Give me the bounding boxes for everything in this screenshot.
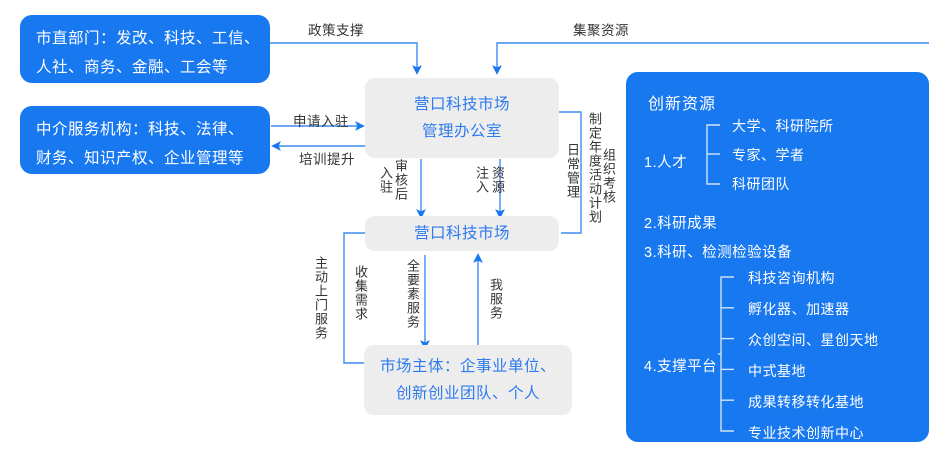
market-subjects-line-2: 创新创业团队、个人 xyxy=(395,385,540,402)
intermediary-agencies-box[interactable]: 中介服务机构：科技、法律、 财务、知识产权、企业管理等 xyxy=(20,106,270,174)
label-apply-entry: 申请入驻 xyxy=(293,114,349,129)
label-entry: 入驻 xyxy=(377,166,393,194)
tech-market-box[interactable]: 营口科技市场 xyxy=(365,216,559,251)
label-after-review: 审核后 xyxy=(392,159,408,201)
support-child-4: 成果转移转化基地 xyxy=(748,394,864,410)
label-gather-resources: 集聚资源 xyxy=(573,23,629,38)
management-office-box[interactable]: 营口科技市场 管理办公室 xyxy=(365,78,559,158)
city-departments-box[interactable]: 市直部门：发改、科技、工信、 人社、商务、金融、工会等 xyxy=(20,15,270,83)
label-proactive-service: 主动上门服务 xyxy=(312,256,328,340)
talent-child-1: 专家、学者 xyxy=(732,147,805,163)
management-office-line-1: 营口科技市场 xyxy=(413,95,510,113)
label-training-upgrade: 培训提升 xyxy=(299,152,355,167)
support-child-5: 专业技术创新中心 xyxy=(748,425,864,441)
talent-bracket xyxy=(706,124,720,185)
management-office-line-2: 管理办公室 xyxy=(421,123,502,140)
talent-child-2: 科研团队 xyxy=(732,176,790,192)
support-child-2: 众创空间、星创天地 xyxy=(748,332,879,348)
intermediary-line-1: 中介服务机构：科技、法律、 xyxy=(36,121,245,138)
group-research-equipment-label: 3.科研、检测检验设备 xyxy=(644,245,793,261)
market-subjects-line-1: 市场主体：企事业单位、 xyxy=(379,357,556,375)
group-research-results-label: 2.科研成果 xyxy=(644,216,718,232)
label-resources: 资源 xyxy=(489,166,505,194)
support-child-3: 中式基地 xyxy=(748,363,806,379)
support-platform-bracket xyxy=(718,276,734,432)
label-inject: 注入 xyxy=(473,166,489,194)
wire-gather-resources xyxy=(492,42,929,75)
innovation-resources-title: 创新资源 xyxy=(648,96,717,113)
label-policy-support: 政策支撑 xyxy=(308,23,364,38)
label-i-serve: 我服务 xyxy=(487,278,503,320)
tech-market-line-1: 营口科技市场 xyxy=(413,224,510,242)
city-departments-line-2: 人社、商务、金融、工会等 xyxy=(36,59,229,77)
group-support-platform-label: 4.支撑平台 xyxy=(644,359,718,375)
label-full-element-service: 全要素服务 xyxy=(404,259,420,329)
support-child-1: 孵化器、加速器 xyxy=(748,301,850,317)
label-organize-assessment: 组织考核 xyxy=(600,148,616,204)
support-child-0: 科技咨询机构 xyxy=(748,270,835,286)
group-talent-label: 1.人才 xyxy=(644,155,688,171)
talent-child-0: 大学、科研院所 xyxy=(732,118,834,134)
intermediary-line-2: 财务、知识产权、企业管理等 xyxy=(36,150,245,168)
city-departments-line-1: 市直部门：发改、科技、工信、 xyxy=(36,30,261,47)
market-subjects-box[interactable]: 市场主体：企事业单位、 创新创业团队、个人 xyxy=(364,345,572,415)
wire-policy-support xyxy=(270,42,422,75)
label-collect-demand: 收集需求 xyxy=(352,265,368,321)
label-daily-management: 日常管理 xyxy=(564,143,580,199)
label-annual-plan: 制定年度活动计划 xyxy=(586,112,602,224)
innovation-resources-panel[interactable]: 创新资源 1.人才 大学、科研院所 专家、学者 科研团队 2.科研成果 3.科研… xyxy=(626,72,929,442)
